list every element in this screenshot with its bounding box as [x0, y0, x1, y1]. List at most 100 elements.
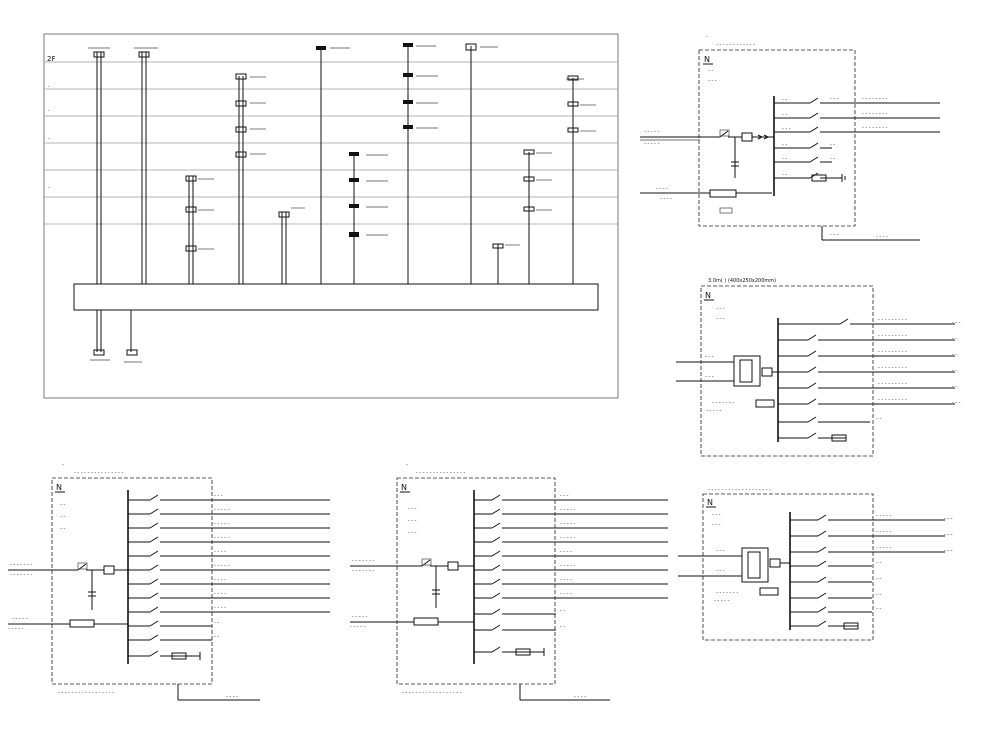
svg-text:- -: - - — [876, 560, 881, 566]
svg-text:- -: - - — [876, 576, 881, 582]
svg-text:- - - - - - - - - - - - - - -: - - - - - - - - - - - - - - - - - - - — [708, 487, 771, 493]
svg-text:-: - — [48, 108, 50, 114]
svg-text:- - - -: - - - - — [876, 234, 888, 240]
svg-text:- - - - -: - - - - - — [876, 513, 892, 519]
svg-text:- - -: - - - — [705, 374, 714, 380]
panel-4-circuits — [474, 494, 668, 656]
svg-text:- -: - - — [782, 156, 787, 162]
svg-text:- -: - - — [830, 156, 835, 162]
svg-text:- - - - -: - - - - - — [352, 614, 368, 620]
svg-text:- - -: - - - — [830, 96, 839, 102]
floor-label-top: 2F — [47, 55, 55, 63]
svg-text:- - - - - - - - - - - - - - -: - - - - - - - - - - - - - - - - - — [58, 690, 114, 696]
svg-text:- - - - -: - - - - - — [644, 141, 660, 147]
svg-text:- - - - -: - - - - - — [560, 507, 576, 513]
svg-text:- - - - - - - - -: - - - - - - - - - — [878, 365, 907, 371]
svg-text:- - -: - - - — [716, 306, 725, 312]
riser-frame — [43, 33, 619, 399]
svg-text:- - - -: - - - - — [560, 591, 572, 597]
panel-5-enclosure — [702, 493, 874, 641]
panel-3-n-label: N — [56, 483, 62, 492]
svg-text:- -: - - — [560, 608, 565, 614]
svg-text:- - - - - - - - -: - - - - - - - - - — [878, 317, 907, 323]
svg-text:- - -: - - - — [952, 320, 961, 326]
svg-text:- - - - -: - - - - - — [560, 535, 576, 541]
svg-text:- - - - -: - - - - - — [214, 507, 230, 513]
svg-text:- -: - - — [60, 526, 65, 532]
svg-text:- - - - -: - - - - - — [8, 626, 24, 632]
panel-4-n-label: N — [401, 483, 407, 492]
svg-text:- - - - - - - - - - - - - - -: - - - - - - - - - - - - - - - — [74, 470, 124, 476]
svg-text:- - -: - - - — [408, 506, 417, 512]
svg-text:- - - - - - - - -: - - - - - - - - - — [878, 397, 907, 403]
svg-text:- - - - -: - - - - - — [714, 598, 730, 604]
panel-2-circuits — [778, 318, 955, 442]
svg-text:- - - -: - - - - — [214, 577, 226, 583]
svg-text:-: - — [62, 462, 64, 468]
svg-text:- - - - - - - - -: - - - - - - - - - — [878, 381, 907, 387]
panel-3-schematic: - - - - - - - - - - - - - - - - N - - - - -… — [8, 462, 330, 701]
svg-text:- - - - -: - - - - - — [214, 535, 230, 541]
svg-text:- -: - - — [60, 514, 65, 520]
panel-2-title: 3.0m( ) (400x250x200mm) — [708, 278, 776, 284]
svg-text:- - - -: - - - - — [560, 549, 572, 555]
svg-text:- - - - -: - - - - - — [876, 545, 892, 551]
svg-text:- -: - - — [214, 620, 219, 626]
svg-text:- - - -: - - - - — [214, 549, 226, 555]
svg-text:-: - — [706, 34, 708, 40]
svg-text:- - - - -: - - - - - — [706, 408, 722, 414]
svg-text:- - -: - - - — [712, 512, 721, 518]
svg-text:- - - -: - - - - — [660, 196, 672, 202]
svg-text:- - - - - - -: - - - - - - - — [352, 558, 374, 564]
svg-text:- - - -: - - - - — [214, 605, 226, 611]
panel-4-enclosure — [396, 477, 556, 685]
svg-text:-: - — [48, 136, 50, 142]
svg-text:- - - - - - - - - - - - - - -: - - - - - - - - - - - - - - - — [416, 470, 466, 476]
svg-text:- -: - - — [952, 368, 957, 374]
svg-text:- - -: - - - — [560, 493, 569, 499]
panel-2-n-label: N — [705, 291, 711, 300]
svg-text:- - - - -: - - - - - — [214, 521, 230, 527]
svg-text:- -: - - — [952, 336, 957, 342]
svg-text:- - -: - - - — [712, 522, 721, 528]
svg-text:- - -: - - - — [830, 232, 839, 238]
svg-text:- - - - -: - - - - - — [644, 129, 660, 135]
svg-text:- - - - - - - - -: - - - - - - - - - — [878, 333, 907, 339]
svg-text:- - -: - - - — [708, 78, 717, 84]
main-bus-bar — [73, 283, 599, 311]
panel-5-schematic: - - - - - - - - - - - - - - - - - - - N … — [678, 487, 953, 641]
panel-3-circuits — [128, 494, 330, 660]
floor-lines — [44, 61, 618, 225]
svg-text:- - - -: - - - - — [226, 694, 238, 700]
svg-text:- - -: - - - — [952, 400, 961, 406]
svg-text:- - -: - - - — [408, 530, 417, 536]
panel-1-schematic: - - - - - - - - - - - - - N - -- - - - -… — [640, 34, 940, 241]
svg-text:- - -: - - - — [782, 126, 791, 132]
svg-text:- - - - - - -: - - - - - - - — [716, 590, 738, 596]
svg-text:- - - - - - -: - - - - - - - — [10, 562, 32, 568]
svg-text:- - - - -: - - - - - — [350, 624, 366, 630]
svg-text:- - - - -: - - - - - — [876, 529, 892, 535]
svg-text:- - - - -: - - - - - — [560, 563, 576, 569]
panel-2-enclosure — [700, 285, 874, 457]
svg-text:- - - - - - - -: - - - - - - - - — [862, 111, 888, 117]
panel-5-circuits — [790, 514, 945, 630]
svg-text:- - - - - - - - -: - - - - - - - - - — [878, 349, 907, 355]
riser-box-symbols — [93, 43, 579, 356]
svg-text:- - - -: - - - - — [656, 186, 668, 192]
panel-4-schematic: -- - - - - - - - - - - - - - - N - - -- … — [350, 462, 668, 701]
svg-text:- -: - - — [830, 142, 835, 148]
svg-text:- - -: - - - — [944, 548, 953, 554]
svg-text:- -: - - — [708, 68, 713, 74]
svg-text:- - -: - - - — [705, 354, 714, 360]
svg-text:- - -: - - - — [408, 518, 417, 524]
svg-text:- - -: - - - — [716, 568, 725, 574]
svg-text:- - -: - - - — [944, 516, 953, 522]
svg-text:- -: - - — [952, 352, 957, 358]
svg-text:- -: - - — [782, 112, 787, 118]
svg-text:- - - -: - - - - — [560, 577, 572, 583]
svg-text:- - - - -: - - - - - — [12, 616, 28, 622]
svg-text:- - -: - - - — [214, 493, 223, 499]
riser-lines — [96, 46, 574, 352]
